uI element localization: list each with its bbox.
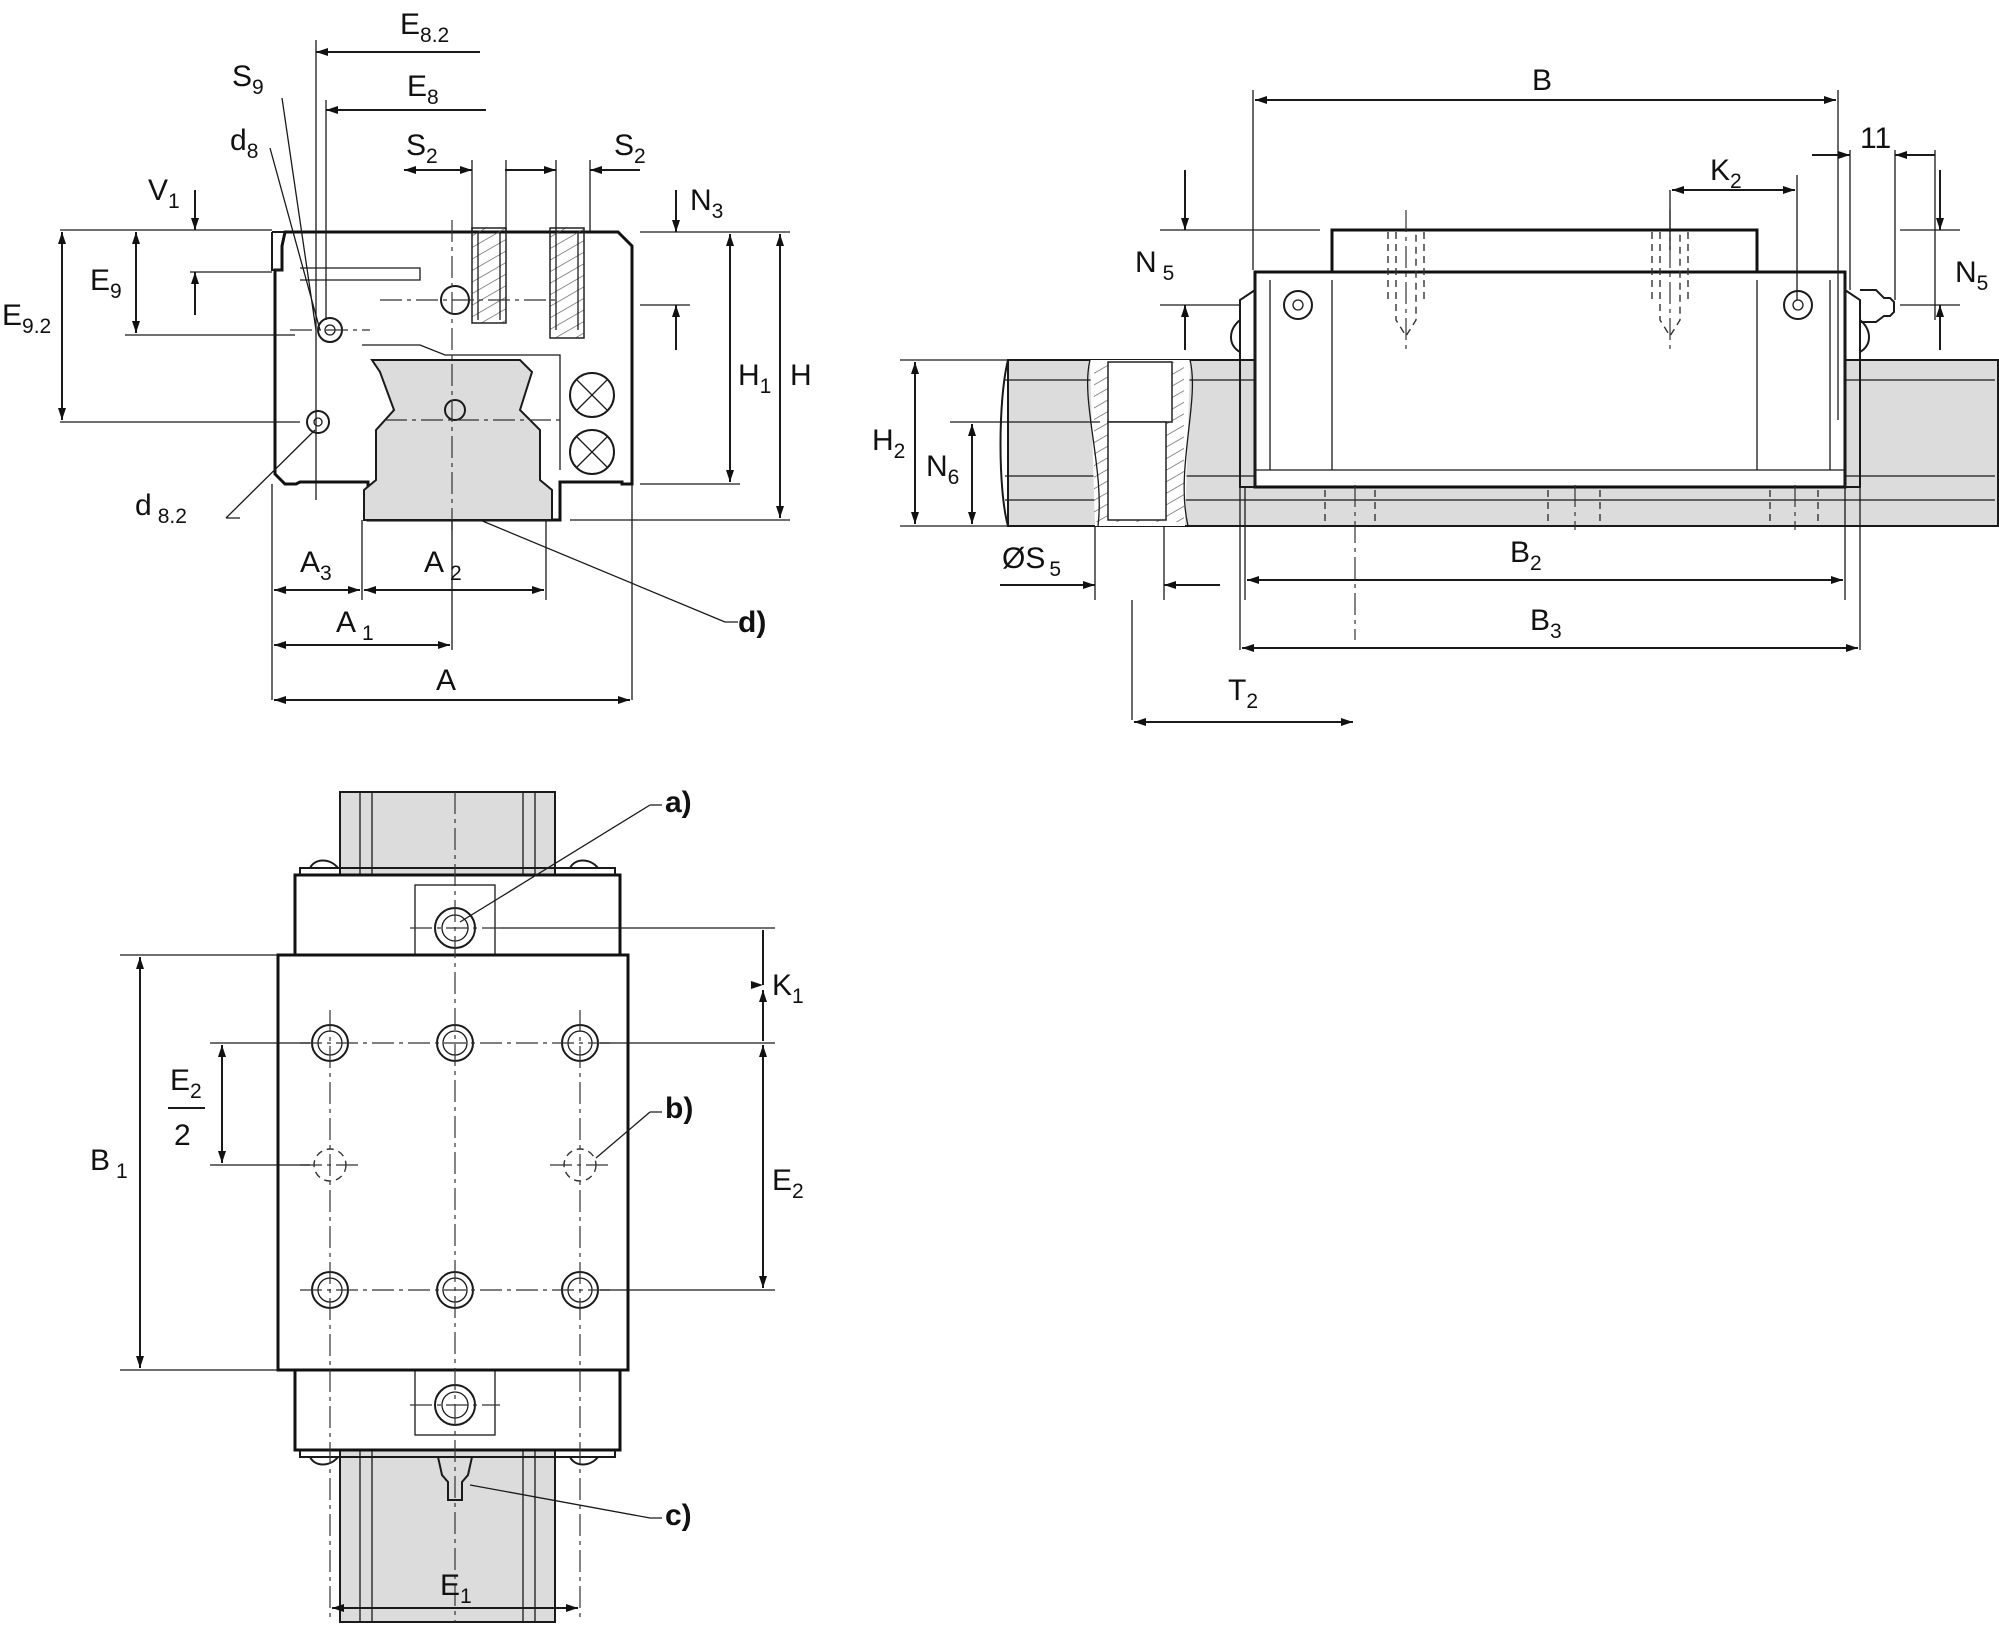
label-T2: T2 (1228, 674, 1258, 713)
callout-b: b) (665, 1092, 693, 1125)
label-V1: V1 (148, 174, 180, 213)
label-E2-half-denominator: 2 (174, 1119, 191, 1152)
label-A3: A3 (300, 546, 332, 585)
label-H2: H2 (872, 424, 905, 463)
label-S9: S9 (232, 60, 264, 99)
label-K2: K2 (1710, 154, 1742, 193)
label-N3: N3 (690, 184, 723, 223)
end-view-rail (363, 359, 553, 521)
label-B: B (1532, 64, 1552, 97)
label-N6: N6 (926, 450, 959, 489)
label-H: H (790, 359, 812, 392)
label-E2: E2 (772, 1164, 804, 1203)
callout-c: c) (665, 1499, 692, 1532)
label-E9-2: E9.2 (2, 299, 51, 338)
side-view-carriage (1253, 270, 1847, 489)
label-B3: B3 (1530, 604, 1562, 643)
end-view: E8.2 E8 S9 d8 S2 S2 V1 N3 E9 E9.2 H1 H d… (2, 8, 812, 704)
label-E9: E9 (90, 264, 122, 303)
end-view-rollers (569, 372, 615, 475)
callout-d: d) (738, 606, 766, 639)
label-11: 11 (1860, 122, 1891, 155)
label-E8-2: E8.2 (400, 8, 449, 47)
label-H1: H1 (738, 359, 771, 398)
label-S2-left: S2 (406, 129, 438, 168)
label-E8: E8 (407, 70, 439, 109)
label-S2-right: S2 (614, 129, 646, 168)
label-E1: E1 (440, 1569, 472, 1608)
top-view-end-seal-bottom (293, 1368, 622, 1452)
label-A: A (436, 664, 456, 697)
callout-a: a) (665, 786, 692, 819)
label-N5-right: N5 (1955, 256, 1988, 295)
label-d8: d8 (230, 124, 258, 163)
label-E2-half-numerator: E2 (170, 1064, 202, 1103)
label-K1: K1 (772, 969, 804, 1008)
label-B2: B2 (1510, 536, 1542, 575)
